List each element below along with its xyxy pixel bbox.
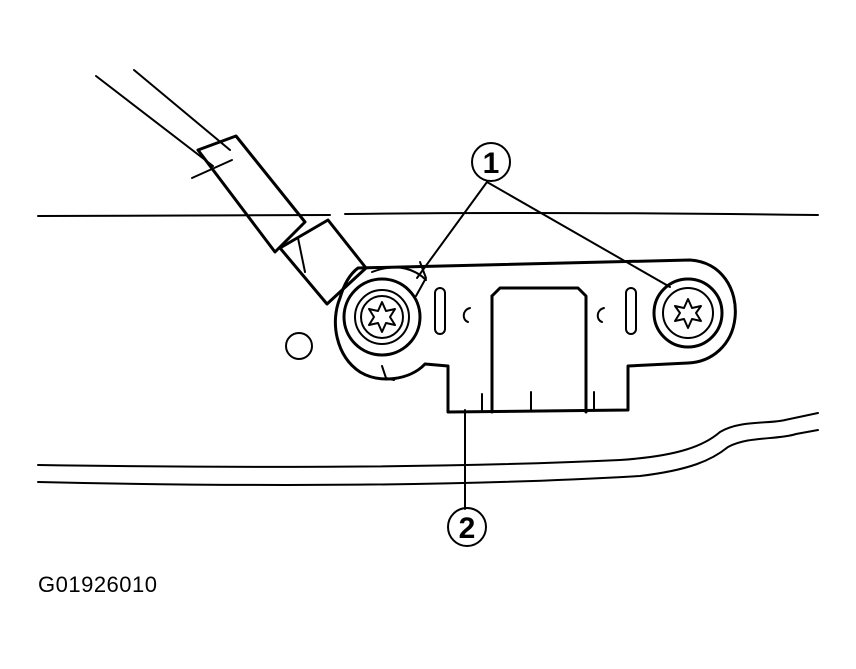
wiring-harness [95, 69, 368, 306]
callout-2-label: 2 [459, 512, 476, 545]
sensor-bracket [333, 258, 737, 414]
torx-head-icon [368, 301, 396, 333]
right-bolt [652, 277, 724, 349]
callout-1-circle [471, 142, 511, 182]
left-bolt [342, 277, 422, 357]
panel-lower-edge-2 [37, 429, 819, 486]
panel-upper-edge [37, 211, 819, 217]
callout-1-label: 1 [483, 147, 500, 180]
panel-hole [285, 332, 313, 360]
callout-1-leader [416, 181, 671, 288]
torx-head-icon [674, 298, 702, 329]
callout-2-circle [447, 507, 487, 547]
panel-lower-edge [37, 412, 819, 468]
figure-code: G01926010 [38, 572, 158, 597]
